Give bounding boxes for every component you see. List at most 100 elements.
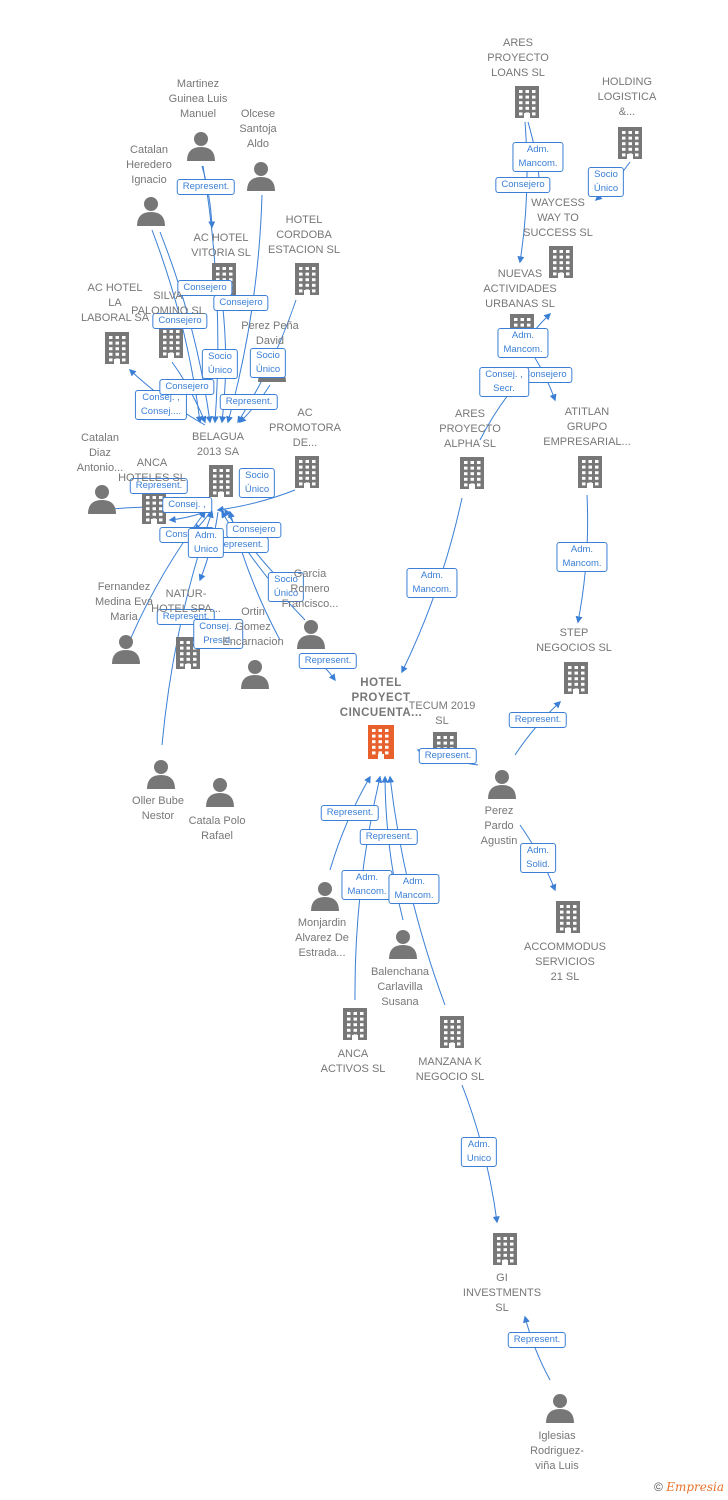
edge-label[interactable]: Consejero [213, 295, 269, 311]
node-label-natur[interactable]: NATUR-HOTEL SPA... [151, 587, 221, 617]
building-icon[interactable] [343, 1008, 367, 1040]
edge-label[interactable]: Adm.Mancom. [406, 568, 458, 598]
building-icon[interactable] [440, 1016, 464, 1048]
person-icon[interactable] [187, 132, 215, 161]
edge-label[interactable]: Consejero [159, 379, 215, 395]
building-icon[interactable] [209, 465, 233, 497]
edge-label[interactable]: Consejero [152, 313, 208, 329]
edge-label[interactable]: Represent. [298, 653, 358, 669]
edge-label[interactable]: Adm.Mancom. [512, 142, 564, 172]
person-icon[interactable] [546, 1394, 574, 1423]
person-icon[interactable] [112, 635, 140, 664]
edge-label[interactable]: Represent. [320, 805, 380, 821]
edge-label[interactable]: Adm.Mancom. [497, 328, 549, 358]
edge-label[interactable]: Consejero [177, 280, 233, 296]
building-icon[interactable] [515, 86, 539, 118]
edge-label[interactable]: Adm.Solid. [520, 843, 556, 873]
building-icon-focus[interactable] [368, 725, 394, 759]
edge-label[interactable]: Consej. ,Presid. [193, 619, 243, 649]
person-icon[interactable] [206, 778, 234, 807]
node-label-line: LOGISTICA [597, 91, 657, 103]
edge-label[interactable]: Adm.Mancom. [341, 870, 393, 900]
building-icon[interactable] [295, 456, 319, 488]
edge-label[interactable]: Consejero [226, 522, 282, 538]
building-icon[interactable] [105, 332, 129, 364]
edge-label[interactable]: Represent. [507, 1332, 567, 1348]
building-icon[interactable] [142, 492, 166, 524]
copyright-symbol: © [654, 1480, 663, 1494]
edge-label[interactable]: Adm.Unico [187, 528, 225, 558]
edge-label[interactable]: Consej. , [162, 497, 212, 513]
person-icon[interactable] [297, 620, 325, 649]
building-icon[interactable] [564, 662, 588, 694]
edge-label[interactable]: Represent. [176, 179, 236, 195]
edge-label[interactable]: Represent. [219, 394, 279, 410]
edge-label[interactable]: Adm.Unico [460, 1137, 498, 1167]
edge-label[interactable]: Consejero [495, 177, 551, 193]
edge-label[interactable]: Represent. [418, 748, 478, 764]
person-icon[interactable] [88, 485, 116, 514]
building-icon[interactable] [460, 457, 484, 489]
building-icon[interactable] [493, 1233, 517, 1265]
building-icon[interactable] [618, 127, 642, 159]
person-icon[interactable] [147, 760, 175, 789]
person-icon[interactable] [311, 882, 339, 911]
edge-label-line: Adm. [420, 570, 444, 581]
edge-label[interactable]: Represent. [129, 478, 189, 494]
person-icon[interactable] [247, 162, 275, 191]
person-icon[interactable] [241, 660, 269, 689]
person-icon[interactable] [389, 930, 417, 959]
edge-label[interactable]: Adm.Mancom. [556, 542, 608, 572]
person-icon[interactable] [488, 770, 516, 799]
building-icon[interactable] [578, 456, 602, 488]
building-icon[interactable] [159, 326, 183, 358]
person-icon[interactable] [137, 197, 165, 226]
building-icon[interactable] [549, 246, 573, 278]
edge-label[interactable]: Adm.Mancom. [388, 874, 440, 904]
edge-label[interactable]: Represent. [508, 712, 568, 728]
building-icon[interactable] [556, 901, 580, 933]
building-icon[interactable] [295, 263, 319, 295]
edge-label[interactable]: Represent. [359, 829, 419, 845]
edge-label[interactable]: Consej. ,Secr. [479, 367, 529, 397]
